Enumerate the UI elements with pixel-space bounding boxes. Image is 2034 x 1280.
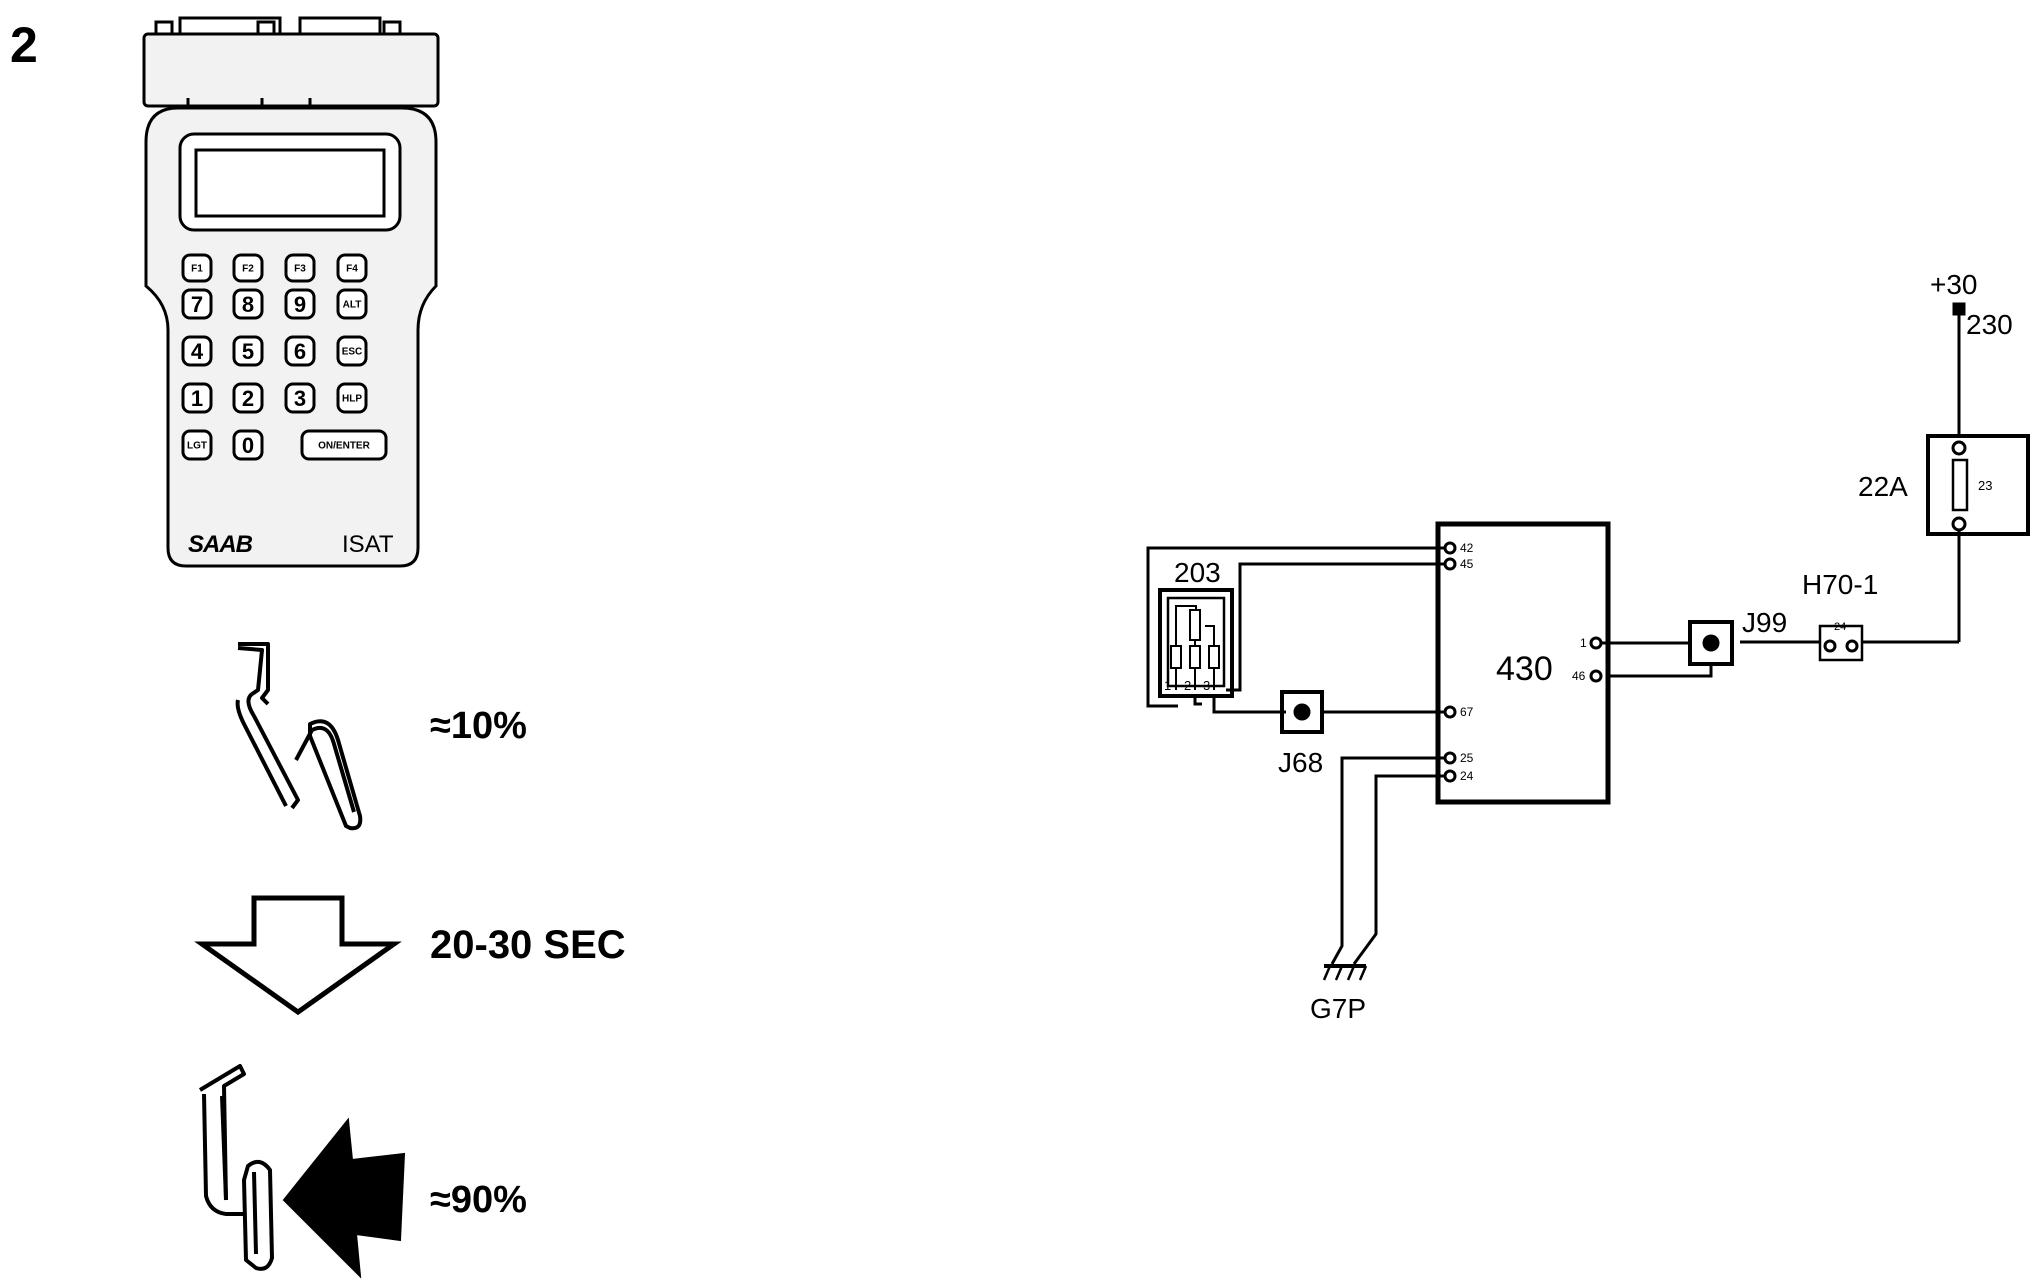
ecu-430: [1435, 521, 1611, 805]
fuse-block: [1926, 434, 2030, 536]
key-hlp[interactable]: HLP: [336, 382, 368, 414]
fuse-number-label: 23: [1978, 478, 1992, 493]
tester-model: ISAT: [342, 531, 394, 558]
fkey-f3[interactable]: F3: [284, 253, 316, 283]
key-6-label: 6: [294, 339, 306, 364]
connector-h70-pin: 24: [1834, 621, 1846, 633]
ecu-pin-67: 67: [1460, 705, 1474, 719]
ecu-label: 430: [1496, 650, 1553, 688]
ecu-pin-1: 1: [1580, 636, 1587, 650]
sensor-pin-3: 3: [1203, 678, 1210, 693]
down-arrow-icon: [194, 895, 402, 1016]
ecu-pin-24: 24: [1460, 769, 1474, 783]
key-alt[interactable]: ALT: [336, 288, 368, 320]
ecu-pin-25: 25: [1460, 751, 1474, 765]
fkey-f2[interactable]: F2: [232, 253, 264, 283]
key-5[interactable]: 5: [232, 335, 264, 367]
ecu-pin-42: 42: [1460, 541, 1474, 555]
duration-label: 20-30 SEC: [430, 923, 626, 967]
sensor-pin-2: 2: [1184, 678, 1191, 693]
key-on-enter-label: ON/ENTER: [318, 441, 370, 452]
keypad: 7 8 9 ALT 4 5 6 ESC 1 2 3 HLP LGT 0 ON/ENTER: [181, 288, 388, 461]
key-esc[interactable]: ESC: [336, 335, 368, 367]
connector-h70-label: H70-1: [1802, 569, 1878, 600]
key-8-label: 8: [242, 292, 254, 317]
fkey-f3-label: F3: [294, 264, 306, 275]
key-esc-label: ESC: [342, 347, 363, 358]
key-lgt[interactable]: LGT: [181, 429, 213, 461]
wiring: [1146, 302, 2030, 981]
key-1[interactable]: 1: [181, 382, 213, 414]
key-8[interactable]: 8: [232, 288, 264, 320]
fkey-f2-label: F2: [242, 264, 254, 275]
fuse-block-label: 22A: [1858, 471, 1908, 502]
sensor-label: 203: [1174, 557, 1221, 588]
pedal-pressed-icon: [198, 1064, 274, 1271]
key-0[interactable]: 0: [232, 429, 264, 461]
key-3-label: 3: [294, 386, 306, 411]
fkey-f1[interactable]: F1: [181, 253, 213, 283]
key-3[interactable]: 3: [284, 382, 316, 414]
key-hlp-label: HLP: [342, 394, 362, 405]
key-alt-label: ALT: [343, 300, 362, 311]
key-1-label: 1: [191, 386, 203, 411]
fkey-f1-label: F1: [191, 264, 203, 275]
ground-icon: [1322, 964, 1368, 981]
key-6[interactable]: 6: [284, 335, 316, 367]
key-2-label: 2: [242, 386, 254, 411]
key-on-enter[interactable]: ON/ENTER: [300, 429, 388, 461]
key-lgt-label: LGT: [187, 441, 207, 452]
key-2[interactable]: 2: [232, 382, 264, 414]
function-keys: F1 F2 F3 F4: [181, 253, 368, 283]
key-7[interactable]: 7: [181, 288, 213, 320]
supply-terminal: [1952, 302, 1966, 316]
pedal-end-label: ≈90%: [430, 1179, 527, 1221]
junction-j68-label: J68: [1278, 747, 1323, 778]
fuse: [1951, 458, 1969, 512]
pedal-released-icon: [235, 642, 363, 831]
ground-label: G7P: [1310, 993, 1366, 1024]
tester-brand: SAAB: [188, 531, 253, 558]
sensor-pin-1: 1: [1164, 678, 1171, 693]
key-4[interactable]: 4: [181, 335, 213, 367]
push-arrow-icon: [282, 1117, 406, 1279]
connector-housing: [142, 32, 440, 108]
junction-j99-label: J99: [1742, 607, 1787, 638]
key-7-label: 7: [191, 292, 203, 317]
key-0-label: 0: [242, 433, 254, 458]
fkey-f4[interactable]: F4: [336, 253, 368, 283]
ecu-pin-46: 46: [1572, 669, 1586, 683]
pedal-start-label: ≈10%: [430, 705, 527, 747]
step-number: 2: [10, 17, 38, 73]
fkey-f4-label: F4: [346, 264, 358, 275]
key-9[interactable]: 9: [284, 288, 316, 320]
wire-230-label: 230: [1966, 309, 2013, 340]
ecu-pin-45: 45: [1460, 557, 1474, 571]
key-4-label: 4: [191, 339, 204, 364]
supply-label: +30: [1930, 269, 1978, 300]
key-9-label: 9: [294, 292, 306, 317]
key-5-label: 5: [242, 339, 254, 364]
